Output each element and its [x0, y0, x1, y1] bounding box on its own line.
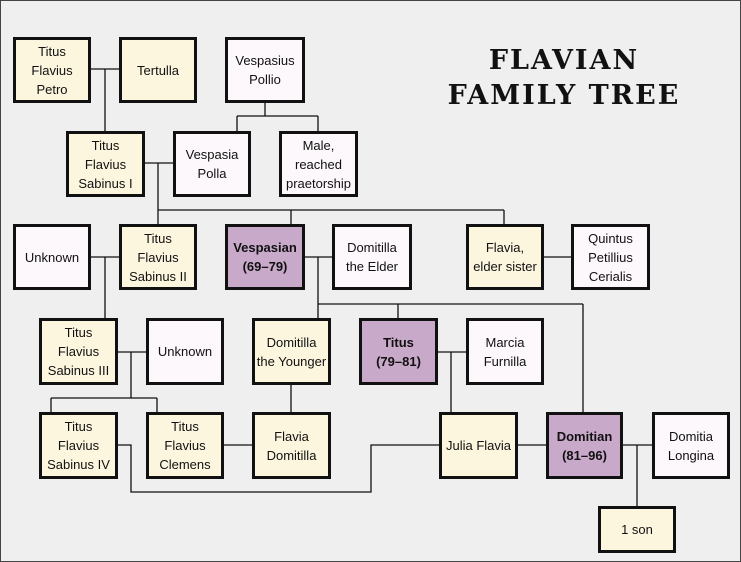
person-marcia-furnilla: Marcia Furnilla: [466, 318, 544, 385]
person-flavia-domitilla: Flavia Domitilla: [252, 412, 331, 479]
person-unknown: Unknown: [146, 318, 224, 385]
person-tertulla: Tertulla: [119, 37, 197, 103]
person-domitian: Domitian (81–96): [546, 412, 623, 479]
person-vespasia-polla: Vespasia Polla: [173, 131, 251, 197]
title-line-2: FAMILY TREE: [447, 80, 681, 111]
person-male-praetorship: Male, reached praetorship: [279, 131, 358, 197]
person-flavia-elder-sister: Flavia, elder sister: [466, 224, 544, 290]
person-sabinus-iv: Titus Flavius Sabinus IV: [39, 412, 118, 479]
person-domitilla-younger: Domitilla the Younger: [252, 318, 331, 385]
person-julia-flavia: Julia Flavia: [439, 412, 518, 479]
person-sabinus-iii: Titus Flavius Sabinus III: [39, 318, 118, 385]
person-quintus-petillius-cerialis: Quintus Petillius Cerialis: [571, 224, 650, 290]
person-domitia-longina: Domitia Longina: [652, 412, 730, 479]
person-titus-flavius-petro: Titus Flavius Petro: [13, 37, 91, 103]
person-vespasian: Vespasian (69–79): [225, 224, 305, 290]
person-sabinus-ii: Titus Flavius Sabinus II: [119, 224, 197, 290]
person-domitilla-elder: Domitilla the Elder: [332, 224, 412, 290]
person-flavius-clemens: Titus Flavius Clemens: [146, 412, 224, 479]
person-sabinus-i: Titus Flavius Sabinus I: [66, 131, 145, 197]
person-titus: Titus (79–81): [359, 318, 438, 385]
person-vespasius-pollio: Vespasius Pollio: [225, 37, 305, 103]
title-line-1: FLAVIAN: [488, 45, 640, 76]
person-son: 1 son: [598, 506, 676, 553]
person-unknown: Unknown: [13, 224, 91, 290]
